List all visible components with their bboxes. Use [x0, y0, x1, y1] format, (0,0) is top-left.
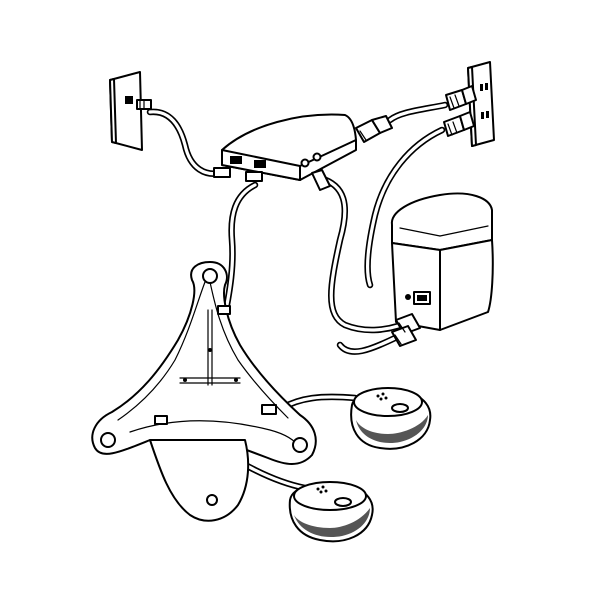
interface-jack-1: [300, 158, 310, 168]
phone-jack-port: [125, 96, 133, 104]
power-supply: [390, 192, 494, 347]
outlet-plug-lower: [443, 111, 489, 137]
console-hole-right: [292, 437, 308, 453]
phone-line-cable: [146, 108, 229, 177]
interface-to-power-supply-cable: [316, 174, 402, 334]
interface-to-console-cable: [221, 181, 259, 319]
extended-microphone-1: [350, 387, 432, 450]
mic-2-grille: [294, 508, 370, 538]
power-supply-cord: [364, 126, 446, 289]
console-indicator: [206, 494, 218, 506]
mic-2-logo-icon: [316, 485, 328, 494]
power-supply-cord-lower: [336, 334, 399, 355]
conference-console: [91, 261, 317, 522]
mic-1-cable: [278, 393, 359, 412]
console-hole-left: [100, 432, 116, 448]
cables: [146, 101, 449, 492]
outlet-plug-upper: [445, 83, 488, 111]
interface-module: [213, 113, 393, 191]
wall-phone-jack: [109, 71, 152, 151]
interface-port-1: [230, 156, 242, 164]
interface-jack-2: [312, 152, 322, 162]
interface-power-cord: [386, 101, 449, 124]
wall-power-outlet: [443, 61, 495, 147]
interface-port-2: [254, 160, 266, 168]
console-hole-top: [202, 268, 218, 284]
interface-power-plug: [355, 115, 393, 143]
mic-1-mute-button: [391, 403, 409, 413]
mic-2-mute-button: [334, 497, 352, 507]
mic-1-logo-icon: [376, 392, 388, 401]
mic-1-grille: [356, 415, 428, 444]
extended-microphone-2: [288, 481, 374, 543]
